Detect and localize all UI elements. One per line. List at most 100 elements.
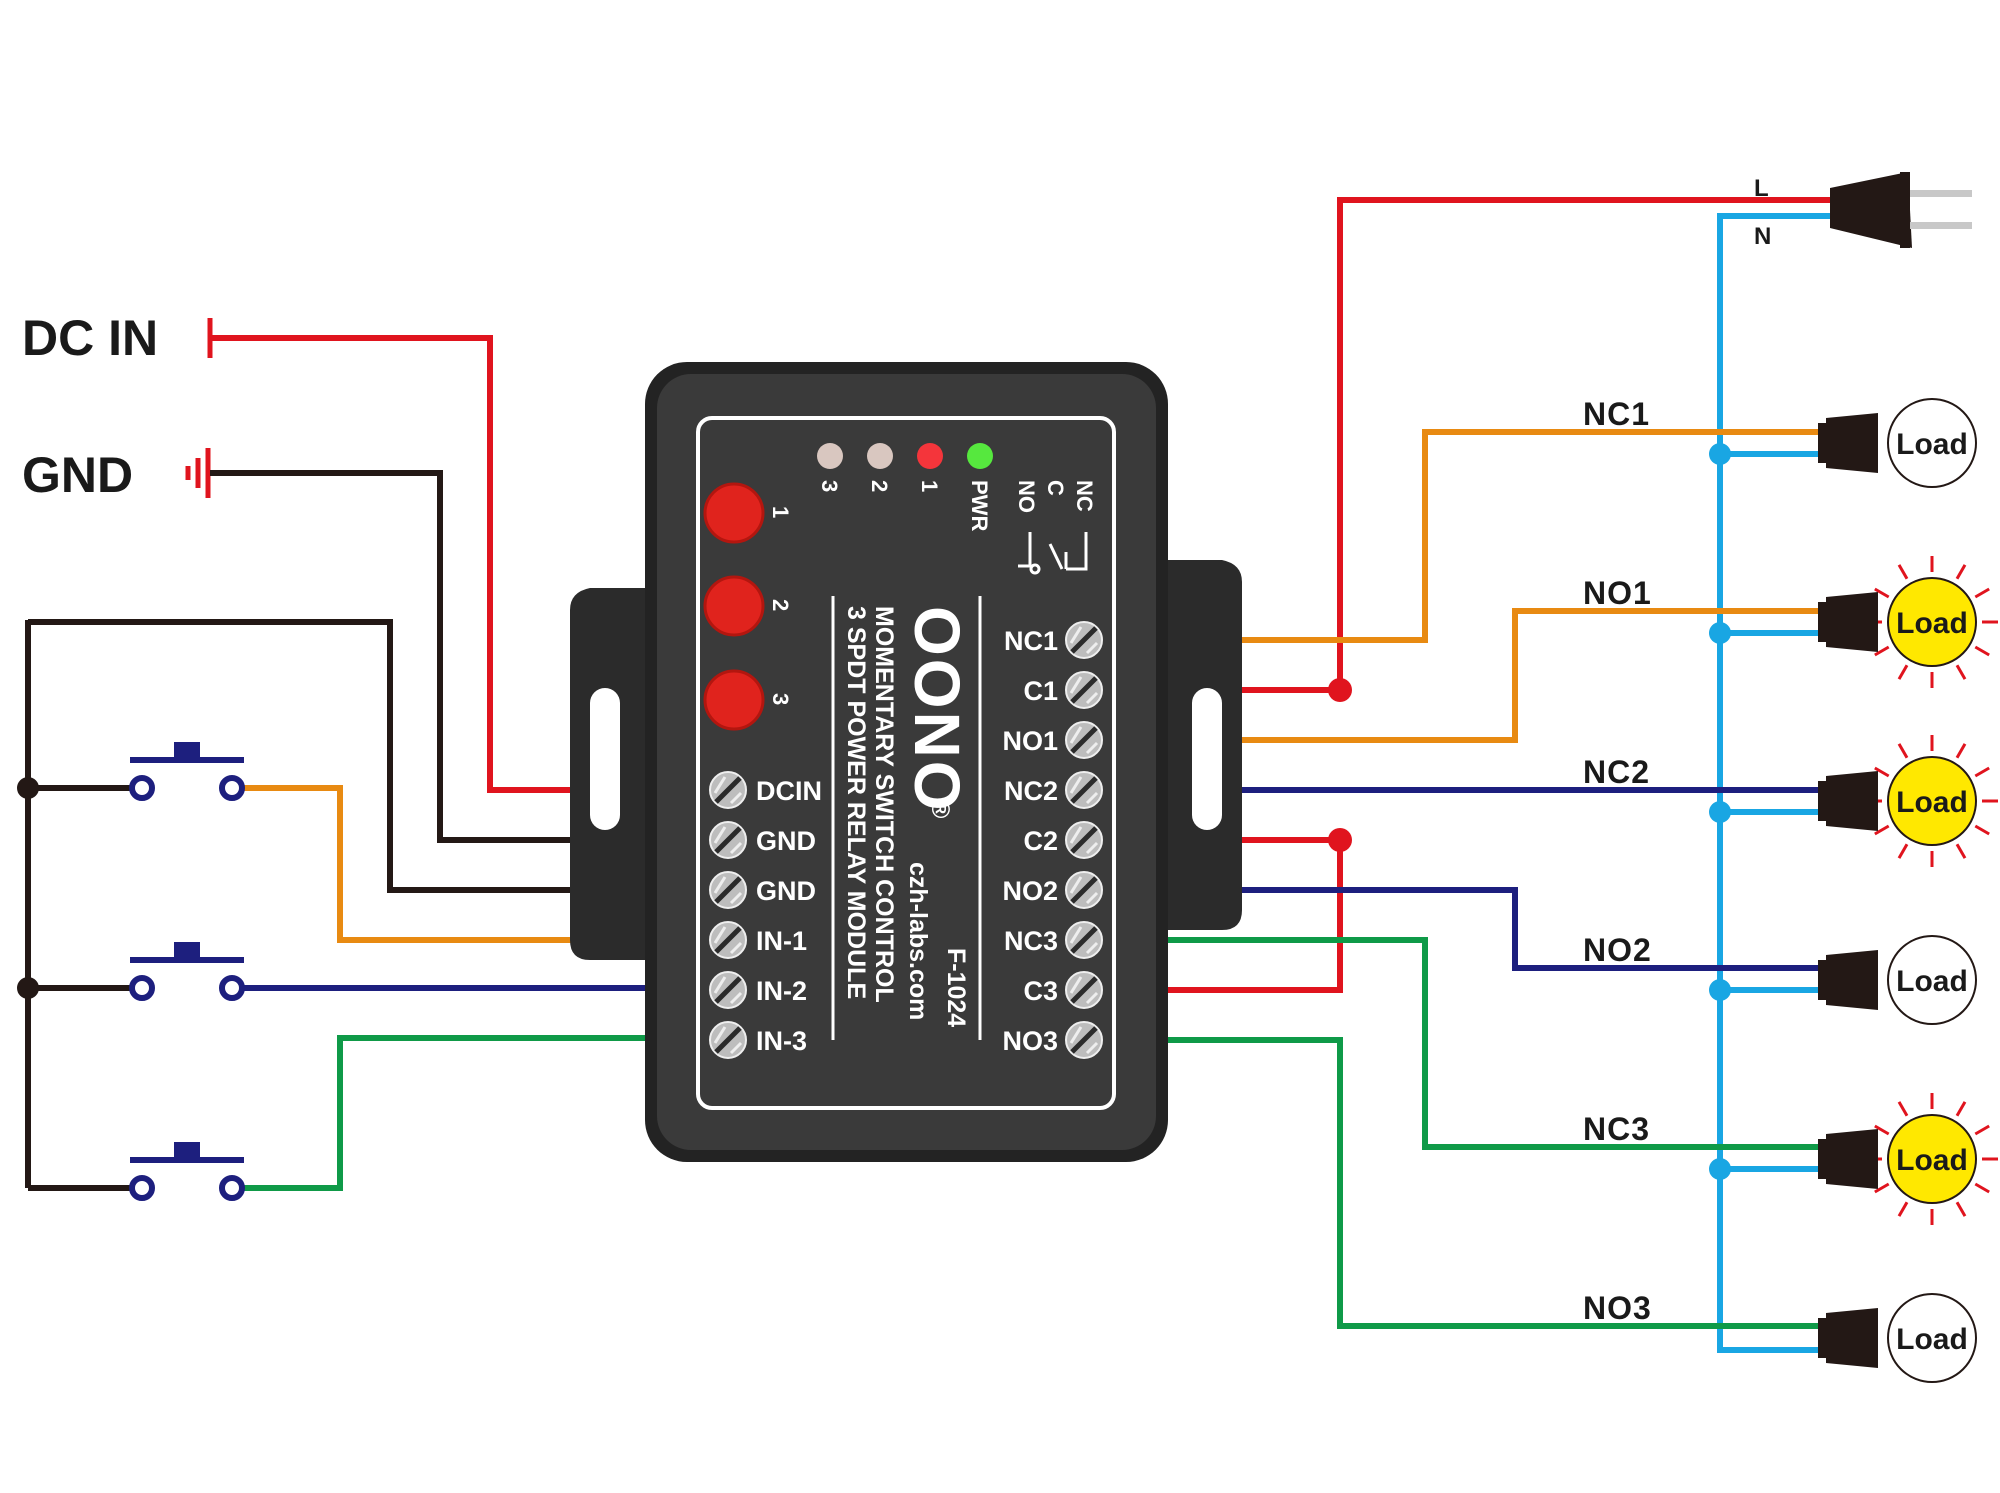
load-label: Load: [1896, 965, 1968, 998]
output-labels: NC1 NO1 NC2 NO2 NC3 NO3: [1583, 396, 1652, 1326]
right-terminal-label: NC3: [1004, 926, 1058, 956]
bulb-glow-ray: [1874, 1182, 1890, 1194]
led-label-1: 1: [917, 480, 942, 492]
led-pwr: [967, 443, 993, 469]
gnd-label: GND: [22, 447, 133, 503]
dc-in-label: DC IN: [22, 310, 158, 366]
right-terminal-label: NO2: [1002, 876, 1058, 906]
bulb-glow-ray: [1897, 743, 1909, 759]
bulb-icon: Load: [1818, 935, 1977, 1025]
relay-legend: NC C NO: [1014, 480, 1097, 575]
bulb-glow-ray: [1974, 645, 1990, 657]
left-terminal-label: IN-2: [756, 976, 807, 1006]
ac-plug: [1830, 172, 1972, 248]
bulb-glow-ray: [1955, 564, 1967, 580]
output-label-no2: NO2: [1583, 932, 1652, 968]
bulb-glow-ray: [1874, 824, 1890, 836]
module-button-label-2: 2: [768, 599, 793, 611]
right-terminal-label: C1: [1023, 676, 1058, 706]
relay-legend-c: C: [1043, 480, 1068, 496]
led-2: [867, 443, 893, 469]
led-label-2: 2: [867, 480, 892, 492]
module-title-line1: MOMENTARY SWITCH CONTROL: [870, 606, 898, 1003]
neutral-label: N: [1754, 223, 1771, 250]
model-label: F-1024: [942, 948, 970, 1027]
registered-mark: ®: [926, 800, 954, 819]
bulb-icon: Load: [1818, 398, 1977, 488]
left-terminal-screw-1: [709, 821, 747, 859]
ground-symbol: [185, 448, 211, 498]
bulb-glow-ray: [1955, 664, 1967, 680]
bulb-glow-ray: [1955, 1201, 1967, 1217]
right-terminal-screw-0: [1065, 621, 1103, 659]
right-terminal-screw-1: [1065, 671, 1103, 709]
bulb-glow-ray: [1897, 1201, 1909, 1217]
bulb-glow-ray: [1874, 645, 1890, 657]
right-terminal-screw-2: [1065, 721, 1103, 759]
right-terminal-screw-5: [1065, 871, 1103, 909]
lit-bulb-icon: Load: [1818, 1093, 1998, 1225]
right-terminal-screw-8: [1065, 1021, 1103, 1059]
bulb-glow-ray: [1955, 843, 1967, 859]
led-3: [817, 443, 843, 469]
bulb-glow-ray: [1955, 743, 1967, 759]
led-label-3: 3: [817, 480, 842, 492]
brand-logo: OONO: [901, 606, 973, 814]
status-leds: [817, 443, 993, 469]
lit-bulb-icon: Load: [1818, 735, 1998, 867]
output-label-nc2: NC2: [1583, 754, 1650, 790]
right-terminal-label: C2: [1023, 826, 1058, 856]
bulb-glow-ray: [1897, 564, 1909, 580]
module-button-3: [703, 669, 765, 731]
left-wiring: [17, 335, 645, 1191]
right-terminal-label: C3: [1023, 976, 1058, 1006]
bulb-glow-ray: [1974, 587, 1990, 599]
load-label: Load: [1896, 607, 1968, 640]
right-terminal-screw-7: [1065, 971, 1103, 1009]
led-label-pwr: PWR: [967, 480, 992, 531]
left-terminal-label: IN-1: [756, 926, 807, 956]
push-button-3: [129, 1142, 245, 1201]
bulb-glow-ray: [1974, 766, 1990, 778]
push-button-1: [129, 742, 245, 801]
load-label: Load: [1896, 1323, 1968, 1356]
module-buttons: 1 2 3: [703, 482, 793, 731]
left-terminal-screw-2: [709, 871, 747, 909]
push-button-2: [129, 942, 245, 1001]
module-button-label-3: 3: [768, 693, 793, 705]
module-title-line2: 3 SPDT POWER RELAY MODULE: [842, 606, 870, 999]
bulb-glow-ray: [1897, 843, 1909, 859]
led-labels: 3 2 1 PWR: [817, 480, 992, 531]
output-label-nc1: NC1: [1583, 396, 1650, 432]
relay-legend-nc: NC: [1072, 480, 1097, 512]
bulb-glow-ray: [1974, 824, 1990, 836]
load-label: Load: [1896, 786, 1968, 819]
right-terminal-label: NC2: [1004, 776, 1058, 806]
right-wiring: [1168, 197, 1830, 1353]
relay-contact-icon: [1018, 532, 1088, 575]
output-label-no3: NO3: [1583, 1290, 1652, 1326]
bulb-glow-ray: [1955, 1101, 1967, 1117]
website-label: czh-labs.com: [904, 862, 932, 1020]
bulb-glow-ray: [1897, 664, 1909, 680]
lit-bulb-icon: Load: [1818, 556, 1998, 688]
left-terminal-screw-3: [709, 921, 747, 959]
left-terminal-label: GND: [756, 876, 816, 906]
bulb-glow-ray: [1897, 1101, 1909, 1117]
right-terminal-label: NC1: [1004, 626, 1058, 656]
module-button-1: [703, 482, 765, 544]
left-terminal-screw-5: [709, 1021, 747, 1059]
right-terminal-label: NO1: [1002, 726, 1058, 756]
line-label: L: [1754, 175, 1769, 202]
load-label: Load: [1896, 1144, 1968, 1177]
left-terminal-label: GND: [756, 826, 816, 856]
left-terminal-label: IN-3: [756, 1026, 807, 1056]
bulb-glow-ray: [1874, 1124, 1890, 1136]
module-button-2: [703, 575, 765, 637]
bulb-glow-ray: [1874, 766, 1890, 778]
right-terminal-screw-6: [1065, 921, 1103, 959]
